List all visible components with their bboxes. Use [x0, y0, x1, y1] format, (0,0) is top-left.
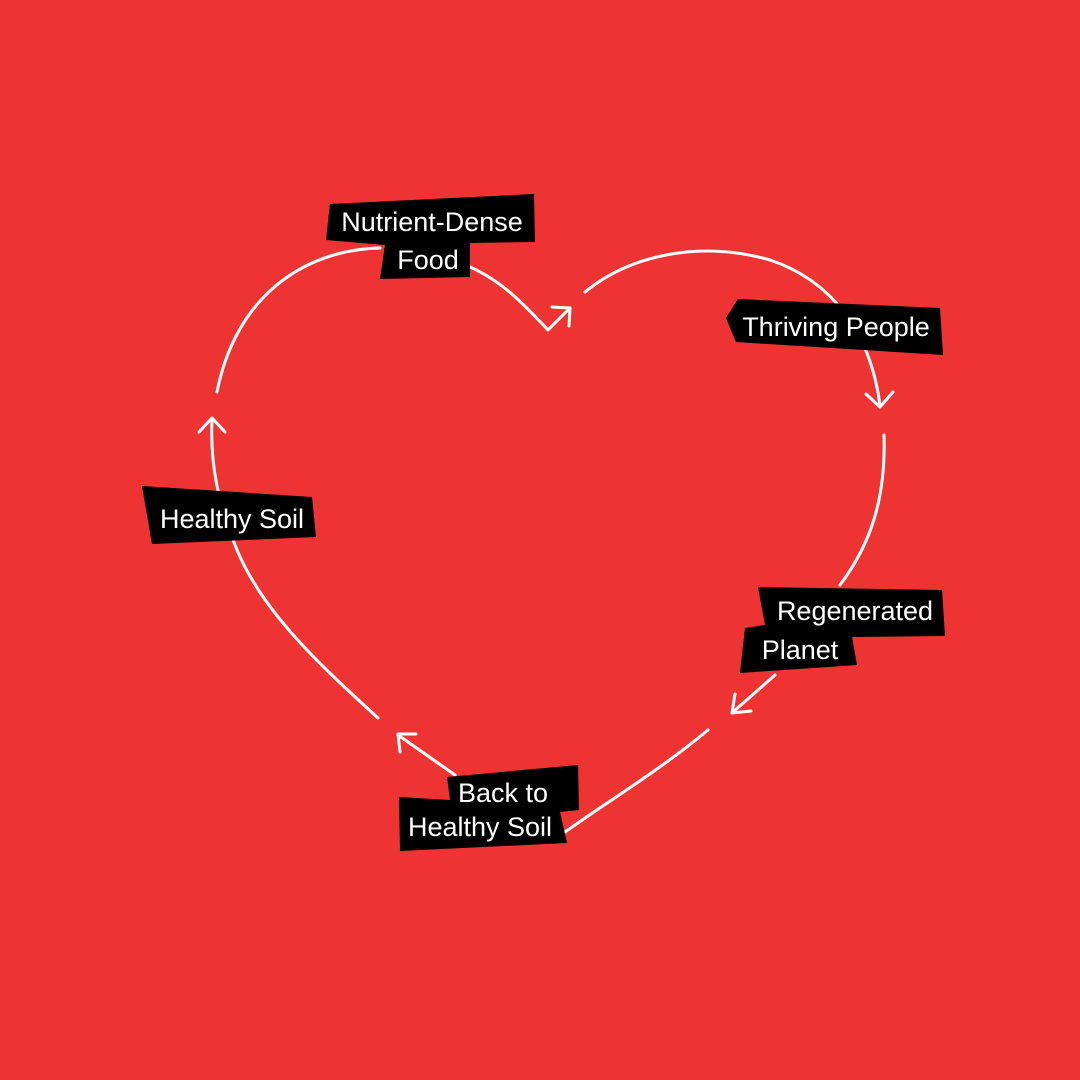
- arrow-food-to-people: [215, 246, 572, 394]
- label-regenerated-planet: Regenerated Planet: [740, 587, 945, 673]
- label-text-line1: Nutrient-Dense: [341, 207, 523, 237]
- label-back-to-healthy-soil: Back to Healthy Soil: [399, 765, 579, 851]
- label-healthy-soil: Healthy Soil: [142, 486, 316, 544]
- arrow-planet-to-soil: [730, 433, 886, 715]
- arrow-back-to-soil: [396, 728, 710, 834]
- label-text-line1: Back to: [458, 778, 548, 808]
- label-text-line1: Regenerated: [777, 596, 933, 626]
- label-text-line1: Healthy Soil: [160, 504, 304, 534]
- arrow-soil-to-food: [197, 416, 380, 720]
- label-text-line2: Food: [397, 245, 459, 275]
- label-text-line2: Planet: [762, 635, 839, 665]
- label-thriving-people: Thriving People: [726, 299, 943, 355]
- label-text-line1: Thriving People: [742, 312, 930, 342]
- label-text-line2: Healthy Soil: [408, 812, 552, 842]
- label-nutrient-dense-food: Nutrient-Dense Food: [326, 194, 535, 279]
